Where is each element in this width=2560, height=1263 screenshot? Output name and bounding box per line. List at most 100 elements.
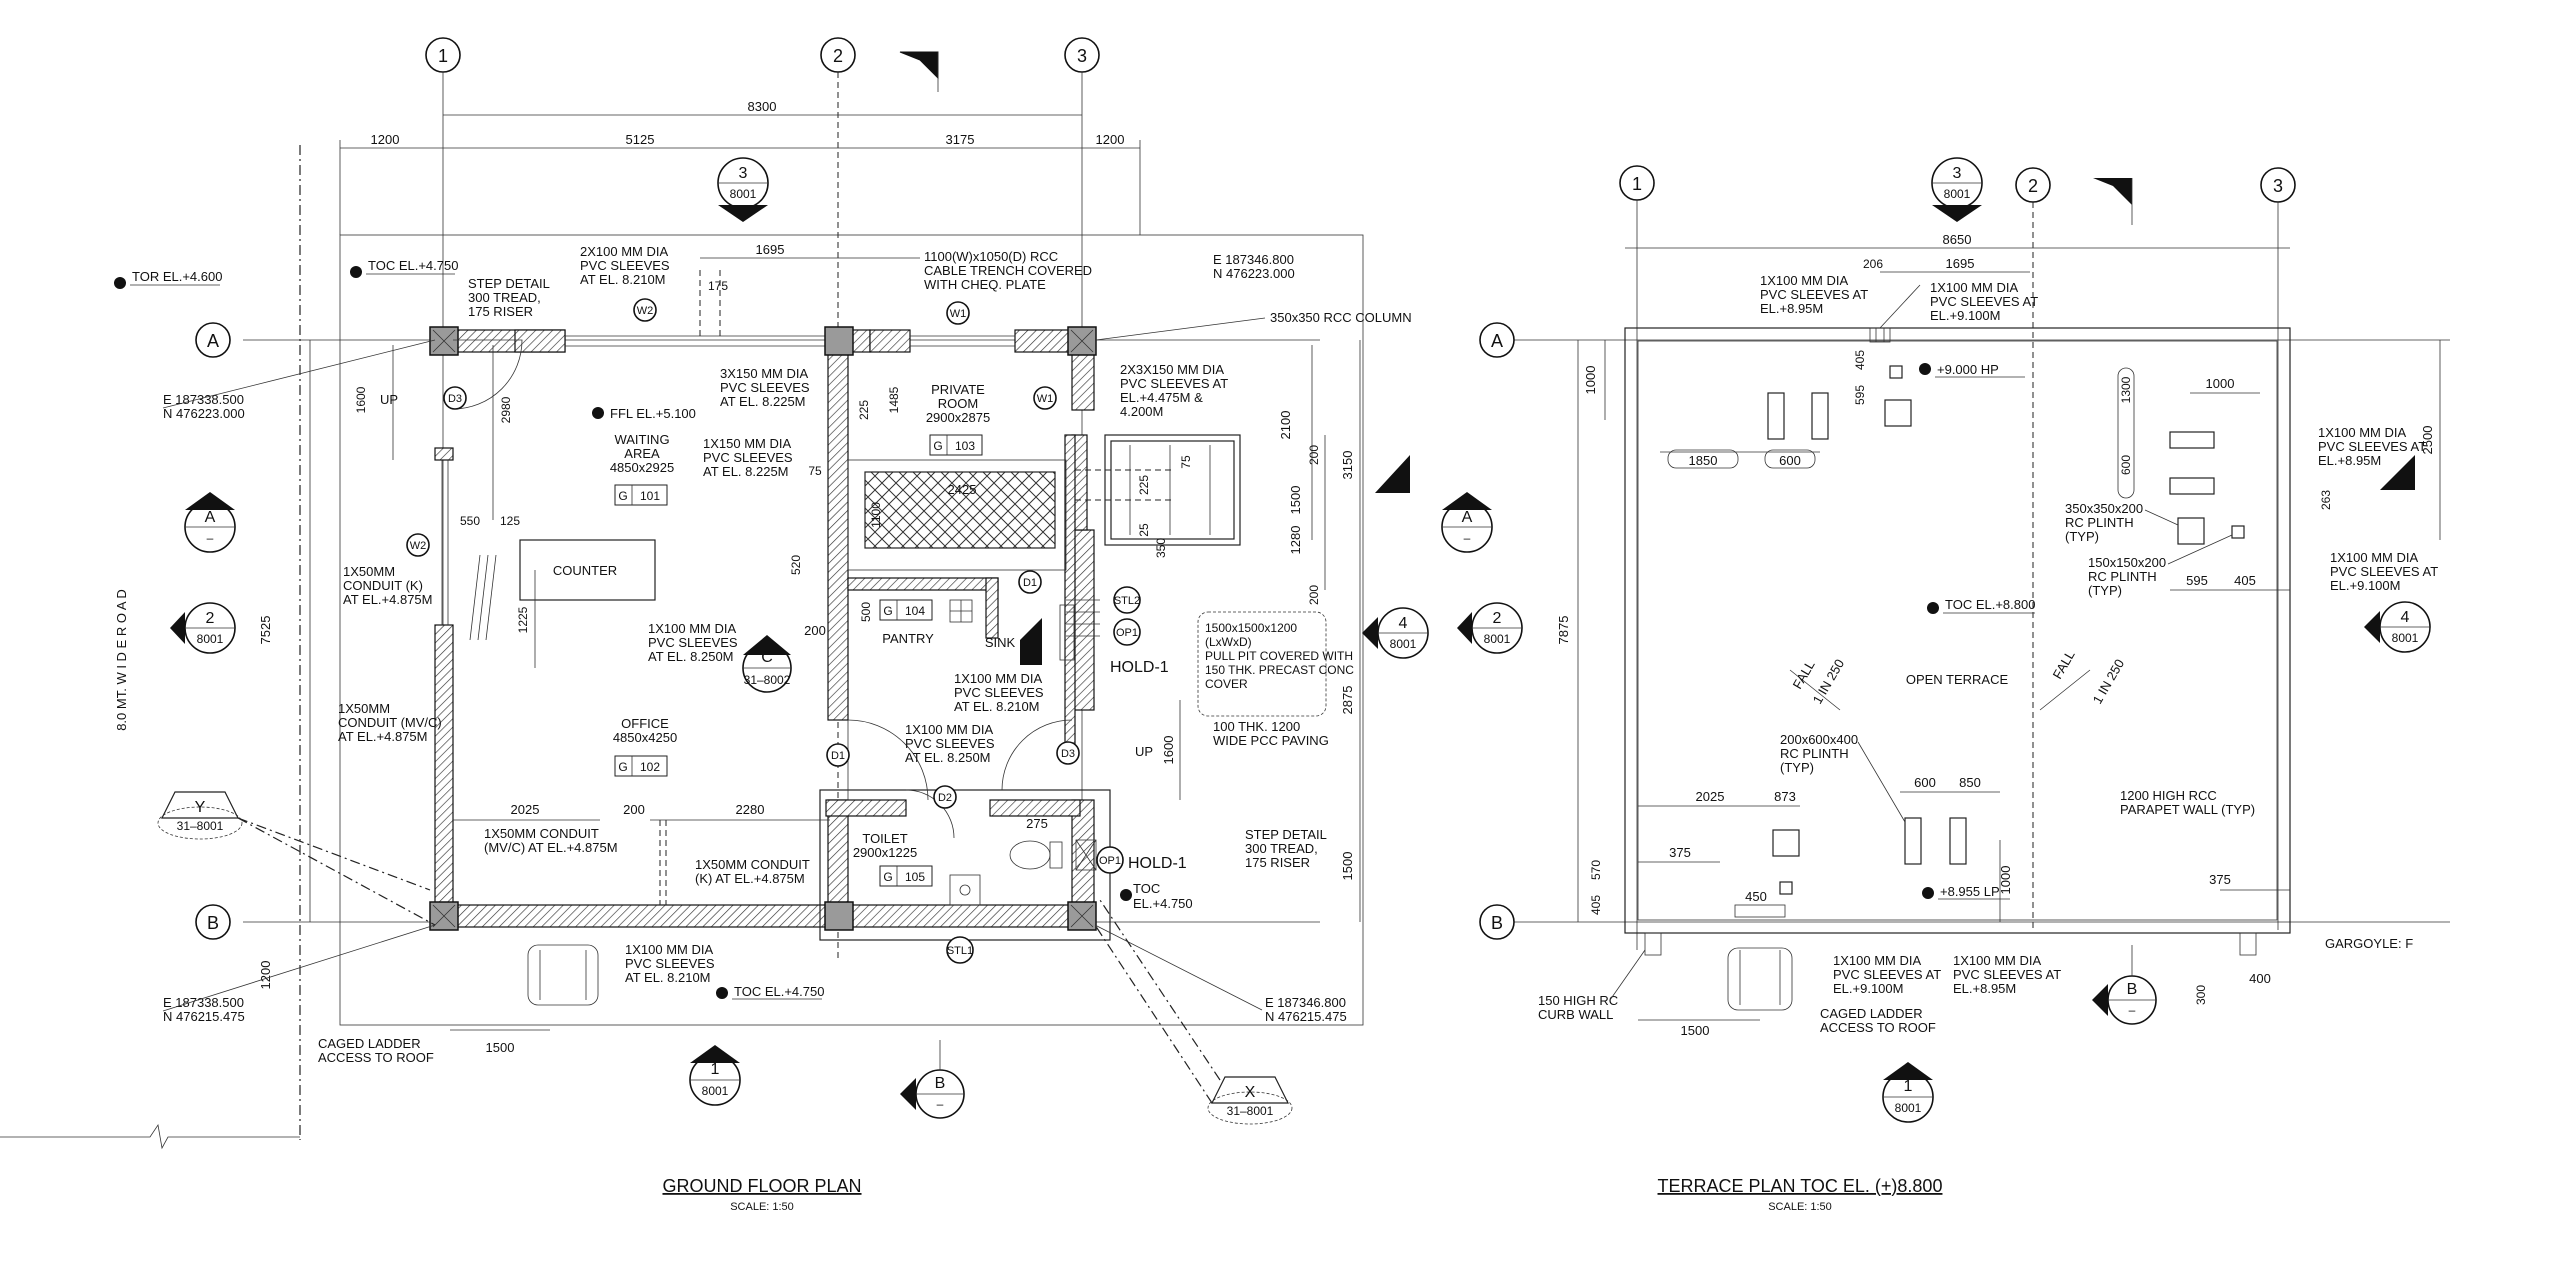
- svg-text:1200 HIGH RCC: 1200 HIGH RCC: [2120, 788, 2217, 803]
- svg-text:500: 500: [859, 602, 873, 622]
- svg-text:B: B: [2127, 981, 2138, 998]
- svg-text:2100: 2100: [1278, 411, 1293, 440]
- svg-text:31–8001: 31–8001: [177, 819, 224, 833]
- svg-text:SINK: SINK: [985, 635, 1016, 650]
- ground-plan-title: GROUND FLOOR PLAN: [662, 1176, 861, 1196]
- section-4-right: 4 8001: [1362, 607, 1429, 659]
- svg-text:EL.+8.95M: EL.+8.95M: [1760, 301, 1823, 316]
- svg-text:N 476215.475: N 476215.475: [163, 1009, 245, 1024]
- svg-text:4850x2925: 4850x2925: [610, 460, 674, 475]
- svg-text:PVC SLEEVES: PVC SLEEVES: [954, 685, 1044, 700]
- svg-text:8001: 8001: [1944, 187, 1971, 201]
- terrace-section-a: A –: [1441, 492, 1493, 553]
- svg-text:PVC SLEEVES: PVC SLEEVES: [703, 450, 793, 465]
- svg-text:WIDE PCC PAVING: WIDE PCC PAVING: [1213, 733, 1329, 748]
- svg-text:200x600x400: 200x600x400: [1780, 732, 1858, 747]
- terrace-grid-bubble-1: 1: [1619, 165, 1655, 201]
- svg-text:2425: 2425: [948, 482, 977, 497]
- svg-text:1695: 1695: [1946, 256, 1975, 271]
- svg-text:1100: 1100: [869, 502, 883, 528]
- svg-text:PVC SLEEVES AT: PVC SLEEVES AT: [2330, 564, 2438, 579]
- terrace-north-flag: [2093, 178, 2132, 205]
- svg-text:8001: 8001: [1390, 637, 1417, 651]
- svg-text:4850x4250: 4850x4250: [613, 730, 677, 745]
- svg-text:1500x1500x1200: 1500x1500x1200: [1205, 621, 1297, 635]
- svg-text:ACCESS TO ROOF: ACCESS TO ROOF: [1820, 1020, 1936, 1035]
- svg-text:850: 850: [1959, 775, 1981, 790]
- svg-text:600: 600: [2119, 455, 2133, 475]
- svg-text:A: A: [1462, 509, 1473, 526]
- svg-text:101: 101: [640, 489, 660, 503]
- tag-d2: D2: [933, 785, 957, 809]
- svg-text:D1: D1: [1023, 577, 1037, 589]
- svg-text:300 TREAD,: 300 TREAD,: [468, 290, 541, 305]
- svg-text:1600: 1600: [354, 386, 368, 413]
- svg-text:CURB WALL: CURB WALL: [1538, 1007, 1613, 1022]
- svg-text:HOLD-1: HOLD-1: [1128, 855, 1187, 872]
- svg-text:EL.+4.750: EL.+4.750: [1133, 896, 1193, 911]
- level-marker-toc-bottom: TOC EL.+4.750: [716, 984, 824, 1000]
- svg-text:8001: 8001: [2392, 631, 2419, 645]
- svg-text:CAGED LADDER: CAGED LADDER: [318, 1036, 421, 1051]
- svg-text:1X100 MM DIA: 1X100 MM DIA: [2330, 550, 2418, 565]
- svg-text:1225: 1225: [516, 606, 530, 633]
- tag-d3-toilet: D3: [1056, 741, 1080, 765]
- grid-bubble-2: 2: [820, 37, 856, 73]
- svg-text:W1: W1: [950, 308, 967, 320]
- ground-plan-scale: SCALE: 1:50: [730, 1201, 794, 1213]
- svg-text:PVC SLEEVES: PVC SLEEVES: [580, 258, 670, 273]
- svg-text:PULL PIT COVERED WITH: PULL PIT COVERED WITH: [1205, 649, 1353, 663]
- svg-text:450: 450: [1745, 889, 1767, 904]
- svg-text:3X150 MM DIA: 3X150 MM DIA: [720, 366, 808, 381]
- svg-text:200: 200: [804, 623, 826, 638]
- svg-text:N 476223.000: N 476223.000: [1213, 266, 1295, 281]
- svg-text:125: 125: [500, 514, 520, 528]
- svg-text:200: 200: [1307, 445, 1321, 465]
- svg-text:1 IN 250: 1 IN 250: [2090, 656, 2128, 706]
- svg-text:1X50MM: 1X50MM: [338, 701, 390, 716]
- terrace-grid-bubble-a: A: [1479, 322, 1515, 358]
- svg-text:UP: UP: [1135, 744, 1153, 759]
- svg-text:GARGOYLE: F: GARGOYLE: F: [2325, 936, 2413, 951]
- svg-text:D3: D3: [448, 393, 462, 405]
- section-flag-right: [1375, 455, 1410, 493]
- section-c: C 31–8002: [742, 635, 792, 693]
- svg-text:2: 2: [833, 46, 843, 66]
- svg-text:(TYP): (TYP): [2088, 583, 2122, 598]
- svg-text:D2: D2: [938, 792, 952, 804]
- svg-text:4.200M: 4.200M: [1120, 404, 1163, 419]
- svg-text:AT EL. 8.210M: AT EL. 8.210M: [954, 699, 1040, 714]
- svg-text:1: 1: [438, 46, 448, 66]
- terrace-grid-bubble-2: 2: [2015, 167, 2051, 203]
- svg-text:175 RISER: 175 RISER: [1245, 855, 1310, 870]
- terrace-section-1: 1 8001: [1882, 1062, 1934, 1123]
- svg-text:75: 75: [808, 464, 822, 478]
- svg-text:405: 405: [1589, 895, 1603, 915]
- room-tag-101: G 101: [614, 484, 668, 506]
- svg-text:PARAPET WALL (TYP): PARAPET WALL (TYP): [2120, 802, 2255, 817]
- svg-text:N 476223.000: N 476223.000: [163, 406, 245, 421]
- svg-text:PVC SLEEVES: PVC SLEEVES: [648, 635, 738, 650]
- tag-op1-bottom: OP1: [1096, 846, 1124, 874]
- section-y: Y 31–8001: [157, 791, 436, 926]
- svg-text:EL.+9.100M: EL.+9.100M: [1833, 981, 1903, 996]
- svg-text:2025: 2025: [511, 802, 540, 817]
- svg-text:405: 405: [1853, 350, 1867, 370]
- svg-text:EL.+9.100M: EL.+9.100M: [1930, 308, 2000, 323]
- svg-text:PVC SLEEVES: PVC SLEEVES: [720, 380, 810, 395]
- svg-text:RC PLINTH: RC PLINTH: [2088, 569, 2157, 584]
- svg-text:TOR EL.+4.600: TOR EL.+4.600: [132, 269, 222, 284]
- svg-text:8650: 8650: [1943, 232, 1972, 247]
- svg-text:STL1: STL1: [947, 945, 973, 957]
- svg-text:7525: 7525: [258, 616, 273, 645]
- tag-op1-top: OP1: [1113, 618, 1141, 646]
- svg-text:2: 2: [1493, 610, 1502, 627]
- svg-text:1X100 MM DIA: 1X100 MM DIA: [1930, 280, 2018, 295]
- svg-text:WAITING: WAITING: [614, 432, 669, 447]
- svg-text:3175: 3175: [946, 132, 975, 147]
- svg-text:AT EL. 8.225M: AT EL. 8.225M: [720, 394, 806, 409]
- svg-text:ROOM: ROOM: [938, 396, 978, 411]
- svg-text:B: B: [207, 913, 219, 933]
